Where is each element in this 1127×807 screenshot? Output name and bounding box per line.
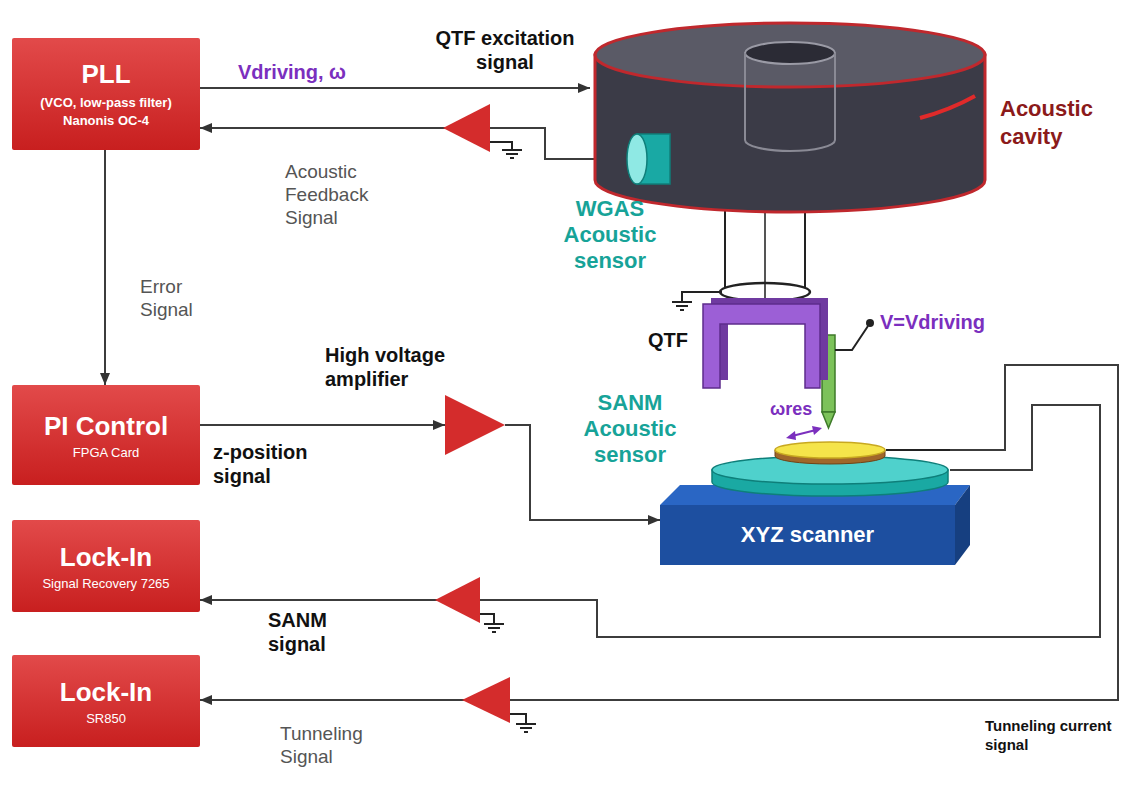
- signal-connector: [200, 365, 1118, 705]
- cavity-tube-end: [745, 140, 835, 151]
- box-subtitle: Signal Recovery 7265: [42, 575, 169, 592]
- signal-label: Acoustic Feedback Signal: [285, 160, 405, 229]
- signal-label: QTF excitation signal: [420, 26, 590, 74]
- acoustic-sensor-shape: [625, 130, 670, 188]
- signal-label: z-position signal: [213, 440, 333, 488]
- arrow-head: [433, 420, 445, 430]
- box-title: XYZ scanner: [660, 505, 955, 565]
- amplifier-triangle: [443, 104, 490, 152]
- process-box: PI ControlFPGA Card: [12, 385, 200, 485]
- acoustic-sensor-shape: [710, 428, 950, 498]
- tuning-fork-shape: [703, 298, 828, 388]
- connector-line: [104, 150, 106, 385]
- arrow-head: [100, 373, 110, 385]
- process-box: Lock-InSignal Recovery 7265: [12, 520, 200, 612]
- signal-label: Error Signal: [140, 275, 215, 321]
- scanner-side: [955, 485, 970, 565]
- arrow-head: [200, 695, 212, 705]
- probe-tip-point: [822, 412, 835, 428]
- amplifier-triangle: High voltage amplifier: [445, 395, 505, 455]
- amplifier-triangle: [445, 395, 505, 455]
- signal-name: Vdriving, ω: [238, 60, 368, 84]
- arrow-head: [200, 123, 212, 133]
- signal-connector: [200, 123, 625, 159]
- wire-dot: [866, 319, 874, 327]
- acoustic-sensor: WGAS Acoustic sensor: [625, 130, 670, 188]
- connector-line: [200, 87, 590, 89]
- tuning-fork: QTF: [703, 298, 828, 388]
- sensor-face: [627, 134, 647, 184]
- ground-symbol: [490, 142, 522, 158]
- box-title: PLL: [81, 58, 130, 90]
- connector-line: [200, 365, 1118, 700]
- drive-wire: [835, 326, 868, 350]
- signal-connector: [200, 420, 445, 430]
- ground-symbol: [480, 614, 504, 632]
- box-title: PI Control: [44, 410, 168, 442]
- cavity-tube-wall: [745, 53, 835, 140]
- fork-front: [703, 304, 820, 388]
- box-subtitle: FPGA Card: [73, 444, 139, 461]
- box-subtitle: SR850: [86, 710, 126, 727]
- cavity-mark: [920, 96, 975, 118]
- acoustic-cavity-shape: [590, 20, 990, 215]
- sample-top: [775, 442, 885, 458]
- box-subtitle: (VCO, low-pass filter) Nanonis OC-4: [21, 94, 191, 130]
- arrow-head: [200, 595, 212, 605]
- part-label: High voltage amplifier: [325, 343, 470, 391]
- signal-connector: [100, 150, 110, 385]
- scanner-top: [660, 485, 970, 505]
- ground-symbol: [510, 714, 536, 732]
- signal-name: ωres: [770, 398, 820, 420]
- part-label: Acoustic cavity: [1000, 95, 1120, 151]
- box-title: Lock-In: [60, 541, 152, 573]
- cavity-tube: [745, 42, 835, 64]
- excitation-wire: [764, 212, 766, 298]
- process-box: PLL (VCO, low-pass filter) Nanonis OC-4: [12, 38, 200, 150]
- part-label: QTF: [648, 328, 698, 352]
- amplifier-triangle: [435, 577, 480, 623]
- part-label: WGAS Acoustic sensor: [550, 196, 670, 274]
- signal-label: SANM signal: [268, 608, 353, 656]
- arrow-head: [648, 515, 660, 525]
- acoustic-sensor: SANM Acoustic sensor: [710, 428, 950, 498]
- signal-connector: [200, 83, 590, 93]
- part-label: SANM Acoustic sensor: [570, 390, 690, 468]
- oscillation-arrow: [792, 430, 816, 436]
- box-title: Lock-In: [60, 676, 152, 708]
- signal-name: V=Vdriving: [880, 310, 1010, 334]
- connector-line: [200, 128, 625, 159]
- signal-name: Tunneling Signal: [280, 722, 395, 768]
- sample-wire: [886, 449, 950, 451]
- oscillation-head: [812, 426, 822, 435]
- acoustic-cavity: Acoustic cavity: [590, 20, 990, 215]
- process-box: Lock-InSR850: [12, 655, 200, 747]
- oscillation-head: [786, 431, 796, 440]
- connector-line: [200, 424, 445, 426]
- arrow-head: [578, 83, 590, 93]
- scanner-front: [660, 505, 955, 565]
- signal-label: Tunneling current signal: [985, 716, 1115, 754]
- amplifier-triangle-shape: [445, 395, 505, 455]
- cavity-top: [595, 23, 985, 87]
- amplifier-triangle: [462, 677, 510, 723]
